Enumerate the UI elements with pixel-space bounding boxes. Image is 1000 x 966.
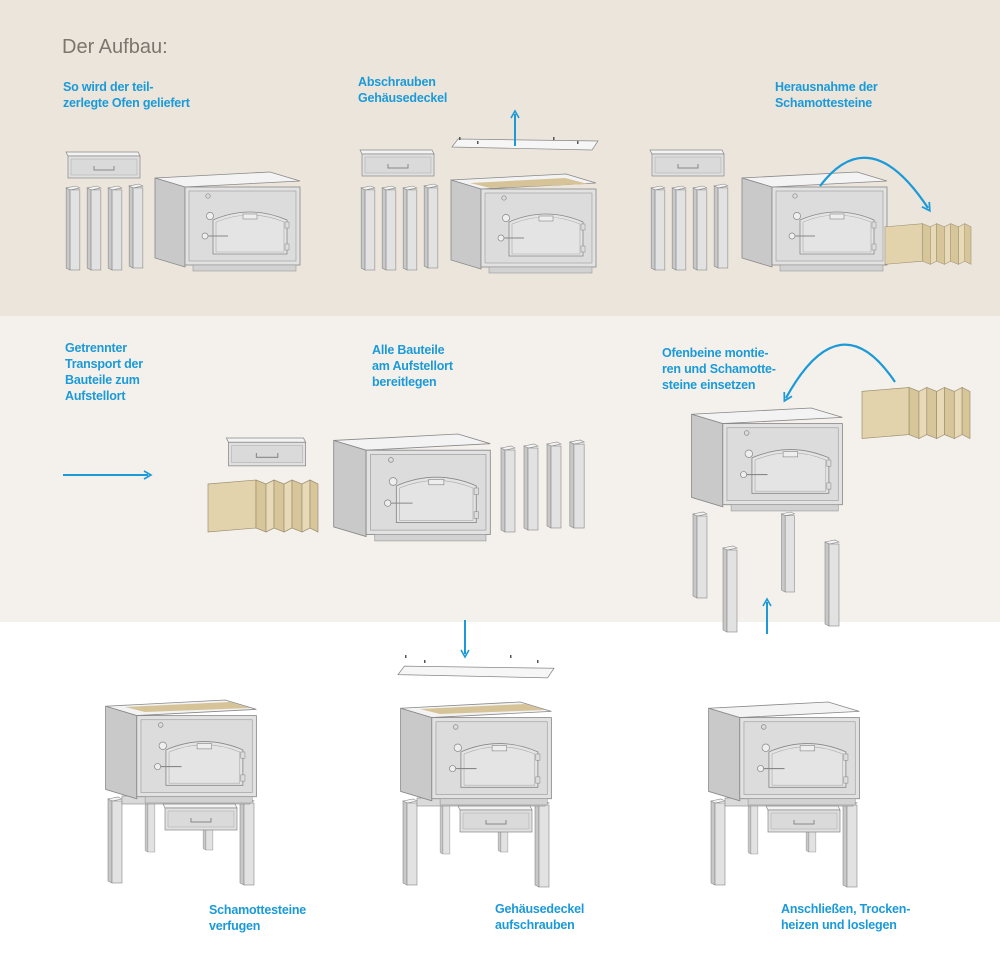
screws (459, 137, 579, 144)
leg (65, 185, 81, 271)
leg (86, 185, 102, 271)
leg (381, 185, 397, 271)
step-label-connect-heat: Anschließen, Trocken- heizen und loslege… (781, 902, 911, 932)
leg (722, 545, 738, 633)
leg (360, 185, 376, 271)
step-label-prepare-parts: Alle Bauteile am Aufstellort bereitlegen (372, 343, 453, 389)
step-label-mount-legs: Ofenbeine montie- ren und Schamotte- ste… (662, 346, 776, 392)
step-label-remove-bricks: Herausnahme der Schamottesteine (775, 80, 878, 110)
step-label-transport: Getrennter Transport der Bauteile zum Au… (65, 341, 143, 403)
screws (405, 655, 539, 663)
curved-arrow-icon (783, 343, 896, 403)
leg (402, 185, 418, 271)
leg (713, 183, 729, 269)
step-label-grout-bricks: Schamottesteine verfugen (209, 903, 307, 933)
leg (423, 183, 439, 269)
step-label-unscrew-lid: Abschrauben Gehäusedeckel (358, 75, 448, 105)
step-label-delivery: So wird der teil- zerlegte Ofen geliefer… (63, 80, 190, 110)
assembled-oven (709, 702, 860, 887)
housing-lid (451, 138, 599, 151)
fireclay-bricks (861, 387, 971, 439)
drawer (649, 149, 725, 177)
drawer (225, 437, 307, 467)
bricks-inside (125, 702, 250, 712)
page-title: Der Aufbau: (62, 36, 168, 58)
leg (650, 185, 666, 271)
leg (107, 185, 123, 271)
oven-body (154, 171, 301, 272)
fireclay-bricks (884, 223, 972, 265)
bricks-inside (420, 704, 545, 714)
housing-lid (397, 665, 555, 679)
assembled-oven (401, 702, 552, 887)
leg (692, 511, 708, 599)
leg (781, 511, 795, 593)
assembled-oven (106, 700, 257, 885)
oven-body (741, 171, 888, 272)
curved-arrow-icon (819, 156, 931, 213)
leg (546, 441, 562, 529)
step-label-screw-lid: Gehäusedeckel aufschrauben (495, 902, 585, 932)
leg (523, 443, 539, 531)
leg (569, 439, 585, 529)
drawer (65, 151, 141, 179)
leg (128, 183, 144, 269)
leg (824, 539, 840, 627)
fireclay-bricks (207, 479, 319, 533)
leg (500, 445, 516, 533)
leg (671, 185, 687, 271)
bricks-inside (470, 178, 588, 188)
leg (692, 185, 708, 271)
oven-body (691, 407, 843, 512)
drawer (359, 149, 435, 177)
oven-body (333, 433, 491, 542)
oven-body (450, 173, 597, 274)
